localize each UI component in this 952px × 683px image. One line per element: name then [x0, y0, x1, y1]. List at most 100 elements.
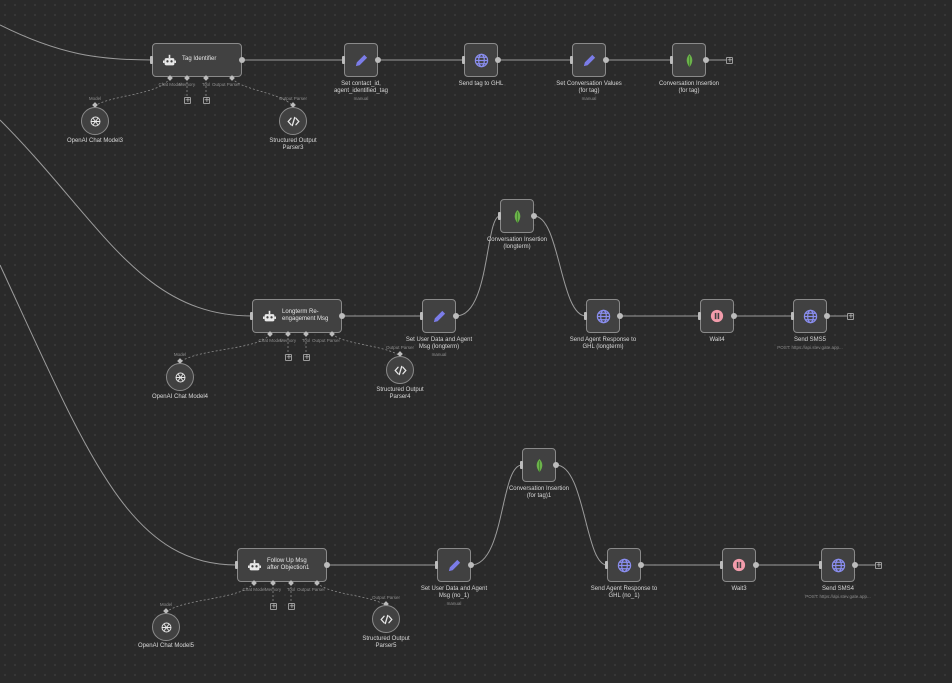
plus-icon: + — [271, 602, 277, 610]
output-port[interactable] — [531, 213, 537, 219]
agent-title: Longterm Re- engagement Msg — [282, 308, 329, 323]
mongodb-node[interactable] — [672, 43, 706, 77]
input-port[interactable] — [150, 56, 153, 64]
port-label-memory: Memory — [279, 338, 297, 343]
input-port[interactable] — [570, 56, 573, 64]
output-port[interactable] — [852, 562, 858, 568]
follow-up-msg-node[interactable]: Follow Up Msg after Objection1 — [237, 548, 327, 582]
set-node[interactable] — [437, 548, 471, 582]
node-label: OpenAI Chat Model4 — [151, 394, 209, 400]
input-port[interactable] — [791, 312, 794, 320]
structured-output-parser-node[interactable] — [372, 605, 400, 633]
port-label-tool: Tool — [301, 338, 311, 343]
output-port[interactable] — [731, 313, 737, 319]
input-port[interactable] — [235, 561, 238, 569]
set-node[interactable] — [422, 299, 456, 333]
add-tool-button[interactable]: + — [288, 603, 295, 610]
node-label: Send SMS5 — [793, 337, 827, 343]
node-label: Set User Data and Agent Msg (no_1) — [420, 586, 488, 599]
output-port[interactable] — [603, 57, 609, 63]
wait-node[interactable] — [722, 548, 756, 582]
port-label-chat-model: Chat Model — [258, 338, 282, 343]
http-request-node[interactable] — [793, 299, 827, 333]
output-port[interactable] — [703, 57, 709, 63]
longterm-reengagement-node[interactable]: Longterm Re- engagement Msg — [252, 299, 342, 333]
wait-node[interactable] — [700, 299, 734, 333]
add-tool-button[interactable]: + — [303, 354, 310, 361]
http-request-node[interactable] — [464, 43, 498, 77]
output-port[interactable] — [468, 562, 474, 568]
output-port[interactable] — [617, 313, 623, 319]
input-port[interactable] — [720, 561, 723, 569]
pencil-icon — [583, 54, 595, 66]
mongodb-node[interactable] — [500, 199, 534, 233]
port-label-tool: Tool — [286, 587, 296, 592]
input-port[interactable] — [462, 56, 465, 64]
node-label: Set Conversation Values (for tag) — [556, 81, 622, 94]
openai-chat-model-node[interactable] — [81, 107, 109, 135]
http-request-node[interactable] — [586, 299, 620, 333]
port-label-output-parser: Output Parser — [296, 587, 326, 592]
output-port[interactable] — [753, 562, 759, 568]
plus-icon: + — [876, 561, 882, 569]
add-node-button[interactable]: + — [847, 313, 854, 320]
add-node-button[interactable]: + — [726, 57, 733, 64]
input-port[interactable] — [670, 56, 673, 64]
node-label: Structured Output Parser3 — [269, 138, 317, 151]
port-label-tool: Tool — [201, 82, 211, 87]
add-node-button[interactable]: + — [875, 562, 882, 569]
structured-output-parser-node[interactable] — [279, 107, 307, 135]
input-port[interactable] — [605, 561, 608, 569]
node-label: Send tag to GHL — [458, 81, 504, 87]
node-sublabel: manual — [431, 352, 447, 357]
input-port[interactable] — [584, 312, 587, 320]
add-memory-button[interactable]: + — [285, 354, 292, 361]
add-tool-button[interactable]: + — [203, 97, 210, 104]
globe-icon — [596, 309, 610, 323]
output-port[interactable] — [339, 313, 345, 319]
input-port[interactable] — [342, 56, 345, 64]
globe-icon — [803, 309, 817, 323]
output-port[interactable] — [553, 462, 559, 468]
port-label-chat-model: Chat Model — [158, 82, 182, 87]
add-memory-button[interactable]: + — [184, 97, 191, 104]
set-node[interactable] — [344, 43, 378, 77]
plus-icon: + — [304, 353, 310, 361]
output-port[interactable] — [375, 57, 381, 63]
sub-port-label: Output Parser — [385, 345, 415, 350]
input-port[interactable] — [498, 212, 501, 220]
openai-chat-model-node[interactable] — [152, 613, 180, 641]
node-label: Structured Output Parser5 — [362, 636, 410, 649]
input-port[interactable] — [420, 312, 423, 320]
input-port[interactable] — [520, 461, 523, 469]
add-memory-button[interactable]: + — [270, 603, 277, 610]
output-port[interactable] — [324, 562, 330, 568]
output-port[interactable] — [495, 57, 501, 63]
output-port[interactable] — [453, 313, 459, 319]
mongodb-node[interactable] — [522, 448, 556, 482]
sub-port-label: Output Parser — [278, 96, 308, 101]
output-port[interactable] — [638, 562, 644, 568]
tag-identifier-node[interactable]: Tag Identifier — [152, 43, 242, 77]
output-port[interactable] — [824, 313, 830, 319]
plus-icon: + — [727, 56, 733, 64]
input-port[interactable] — [698, 312, 701, 320]
set-node[interactable] — [572, 43, 606, 77]
globe-icon — [617, 558, 631, 572]
robot-icon — [248, 559, 261, 570]
sub-port-label: Model — [159, 602, 173, 607]
structured-output-parser-node[interactable] — [386, 356, 414, 384]
code-icon — [393, 365, 407, 375]
node-label: Send Agent Response to GHL (longterm) — [569, 337, 637, 350]
openai-chat-model-node[interactable] — [166, 363, 194, 391]
openai-icon — [161, 622, 171, 632]
node-label: Conversation Insertion (for tag) — [658, 81, 720, 94]
agent-title: Follow Up Msg after Objection1 — [267, 557, 310, 572]
http-request-node[interactable] — [821, 548, 855, 582]
output-port[interactable] — [239, 57, 245, 63]
http-request-node[interactable] — [607, 548, 641, 582]
input-port[interactable] — [435, 561, 438, 569]
input-port[interactable] — [819, 561, 822, 569]
pencil-icon — [433, 310, 445, 322]
input-port[interactable] — [250, 312, 253, 320]
